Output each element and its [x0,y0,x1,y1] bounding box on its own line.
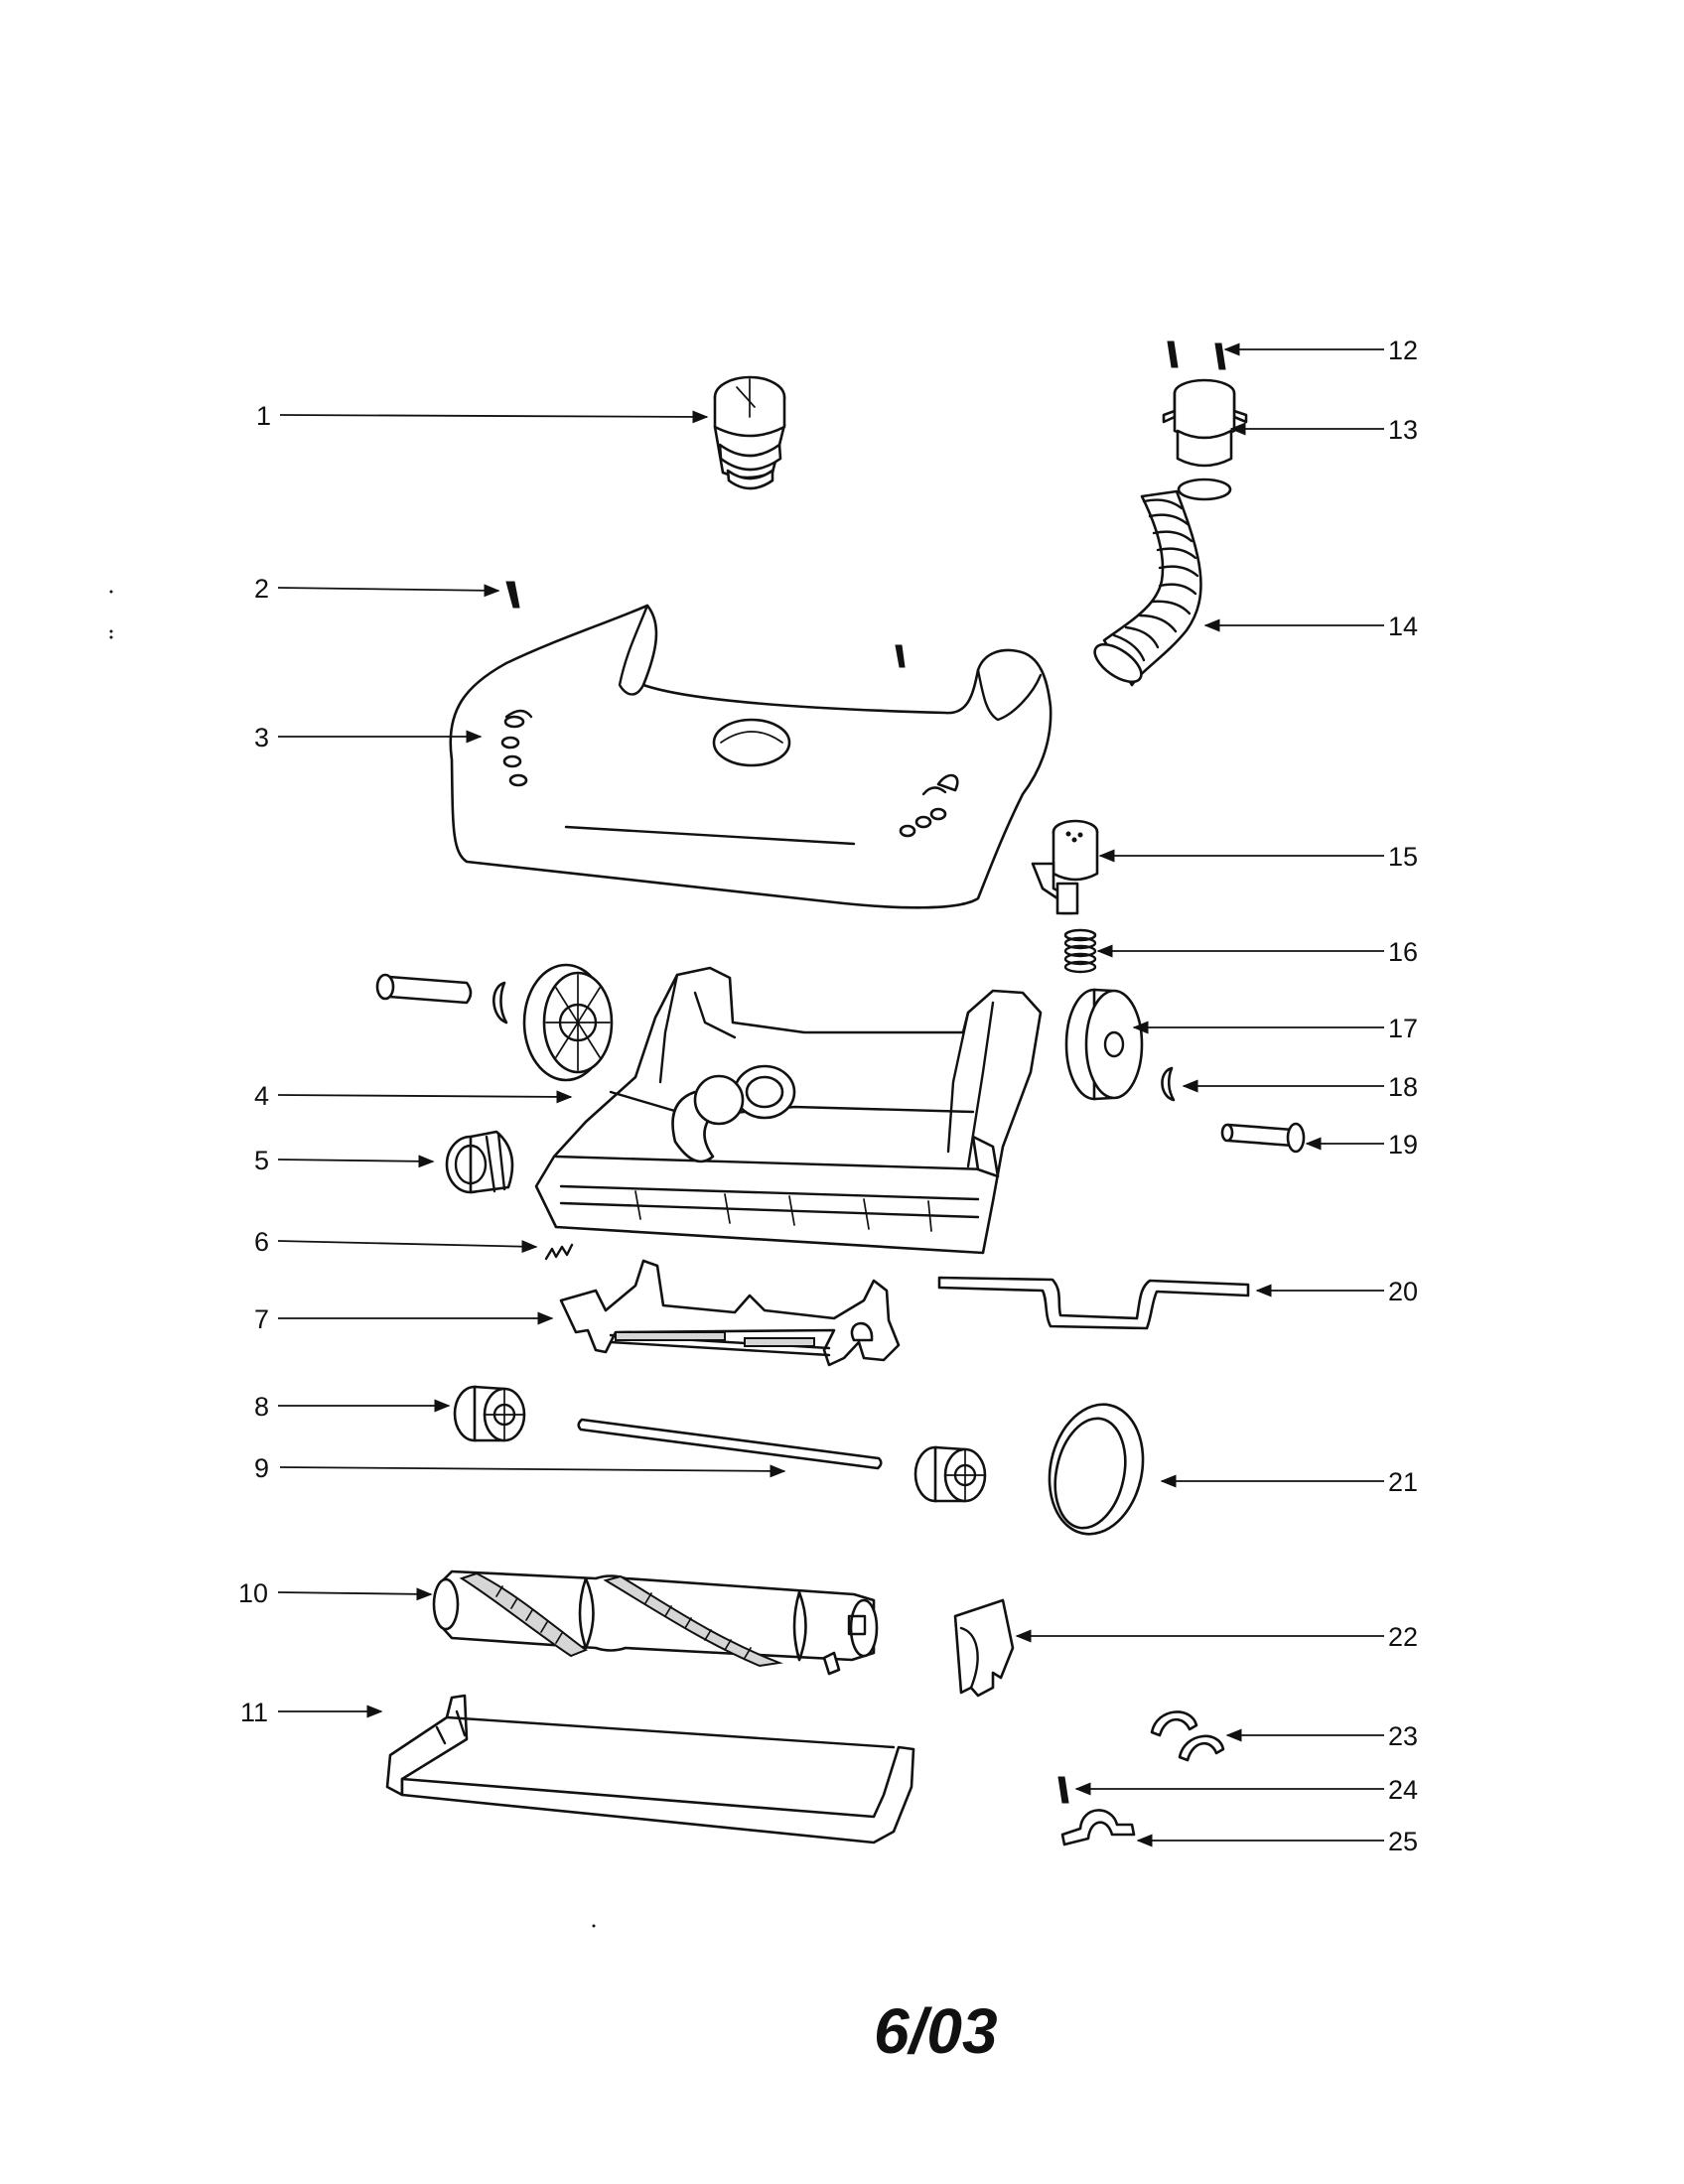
callout-label-16: 16 [1388,937,1418,967]
callout-label-2: 2 [254,574,269,604]
part-11-bumper [385,1694,915,1844]
date-code: 6/03 [874,1995,998,2067]
callout-label-25: 25 [1388,1827,1418,1856]
callout-label-5: 5 [254,1146,269,1175]
callout-label-10: 10 [238,1578,268,1608]
callout-label-4: 4 [254,1081,269,1111]
leader-lines [277,342,1384,1847]
rear-wheel [522,963,614,1082]
rear-axle-pin [375,973,473,1005]
part-23-clips [1150,1710,1225,1762]
callout-label-14: 14 [1388,612,1418,641]
part-20-belt-strip [937,1276,1250,1330]
callout-labels: 1 2 3 4 5 6 7 8 9 10 11 12 13 14 15 16 1… [238,336,1418,1856]
callout-label-20: 20 [1388,1277,1418,1306]
callout-label-19: 19 [1388,1130,1418,1160]
callout-label-12: 12 [1388,336,1418,365]
part-15-valve [1031,819,1099,915]
callout-label-8: 8 [254,1392,269,1422]
part-4-base-chassis [534,966,1043,1255]
callout-label-7: 7 [254,1304,269,1334]
part-13-hose-end [1162,378,1248,468]
rear-axle-clip [492,981,508,1024]
part-1-nozzle-connector [713,375,786,490]
part-7-bottom-plate [559,1259,901,1367]
callout-label-3: 3 [254,723,269,752]
callout-label-22: 22 [1388,1622,1418,1652]
part-16-spring [1063,928,1097,974]
part-18-clip [1161,1066,1176,1102]
callout-label-21: 21 [1388,1467,1418,1497]
part-22-bracket [953,1598,1015,1698]
callout-label-9: 9 [254,1453,269,1483]
callout-label-24: 24 [1388,1775,1418,1805]
part-17-wheel [1064,988,1144,1101]
scan-specks [109,590,596,1928]
callout-label-15: 15 [1388,842,1418,872]
callout-label-17: 17 [1388,1014,1418,1043]
callout-label-23: 23 [1388,1721,1418,1751]
part-14-hose [1093,478,1232,687]
callout-label-13: 13 [1388,415,1418,445]
callout-label-6: 6 [254,1227,269,1257]
shaft-bearing-right [913,1445,987,1503]
callout-label-18: 18 [1388,1072,1418,1102]
part-6-spring [544,1243,574,1261]
part-9-shaft [577,1418,883,1470]
callout-label-11: 11 [240,1698,268,1727]
callout-label-1: 1 [256,401,271,431]
part-12-screws [1167,341,1226,370]
part-25-clamp [1060,1809,1136,1846]
part-5-hose-coupling [445,1130,514,1194]
part-21-belt [1048,1403,1145,1536]
part-8-bearing [453,1385,526,1442]
part-19-axle-pin [1220,1122,1306,1154]
part-10-brush-roll [432,1570,879,1676]
part-2-screw [505,581,520,609]
part-3-hood-cover [449,604,1052,909]
part-24-screw [1057,1776,1069,1804]
